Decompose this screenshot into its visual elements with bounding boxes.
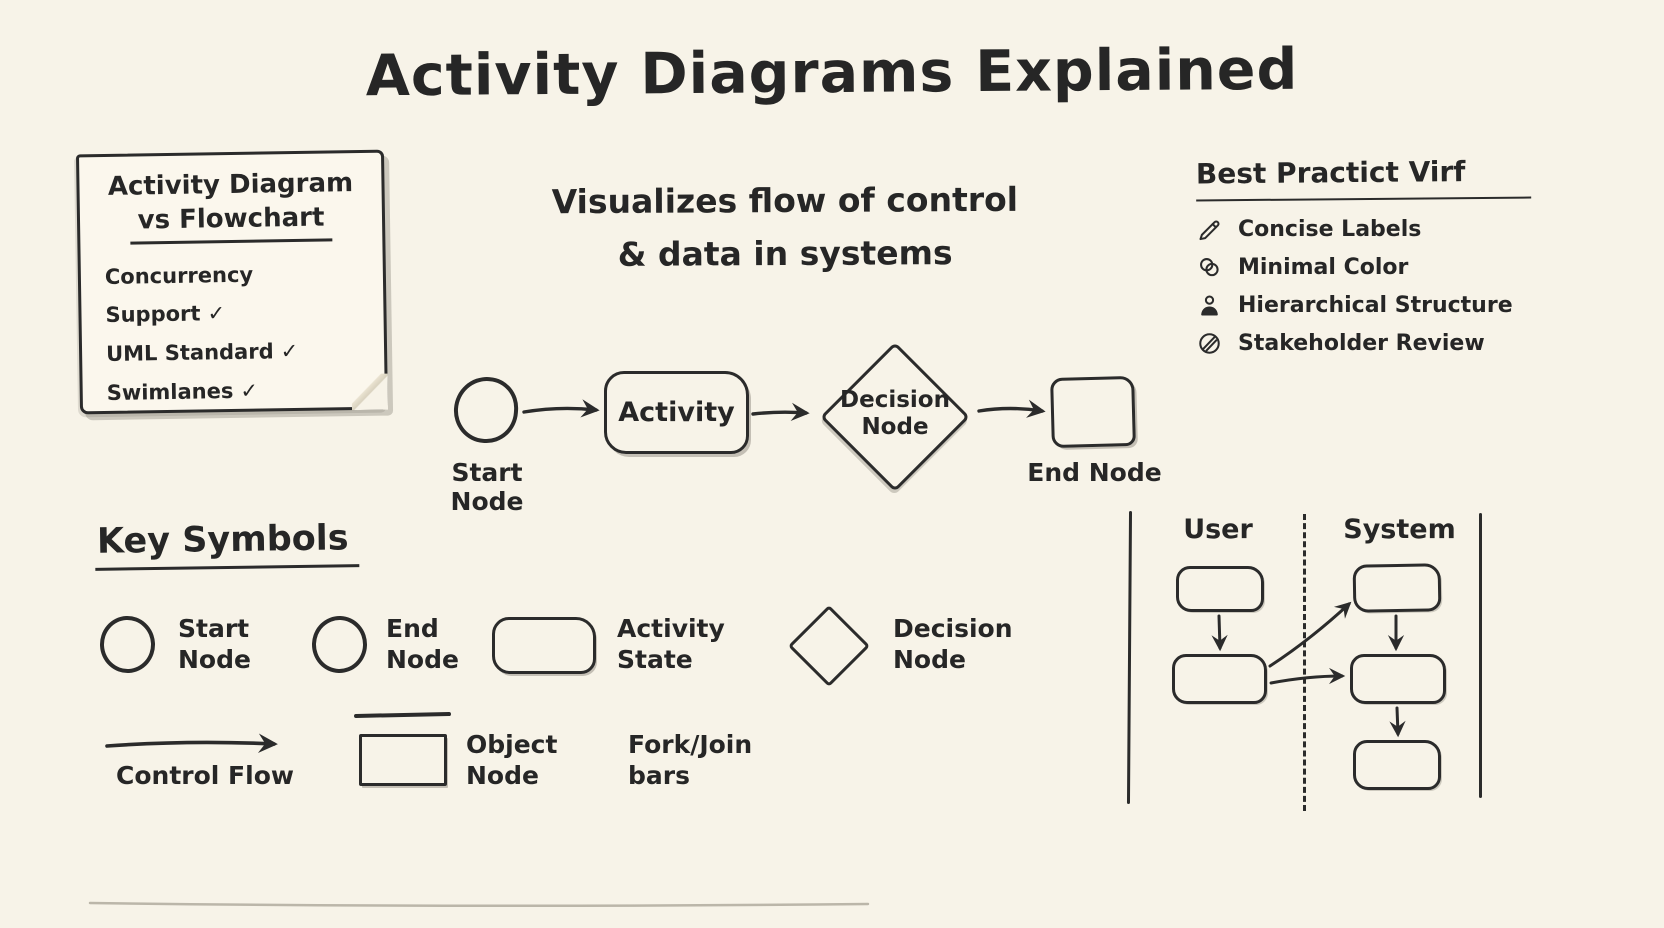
- system-lane-box-1: [1352, 563, 1442, 613]
- activity-state-symbol-label: Activity State: [617, 613, 725, 675]
- start-node-symbol-label: Start Node: [178, 613, 251, 675]
- note-item: Swimlanes✓: [106, 370, 375, 413]
- arrow-user2-to-system2: [1269, 667, 1346, 685]
- bp-item-label: Hierarchical Structure: [1238, 293, 1513, 318]
- user-lane-box-2: [1172, 654, 1267, 704]
- bp-item-label: Stakeholder Review: [1238, 331, 1485, 356]
- control-flow-label: Control Flow: [116, 761, 294, 790]
- arrow-activity-to-decision: [751, 402, 810, 422]
- note-item-label: UML Standard: [105, 339, 274, 367]
- activity-state-symbol: [492, 617, 596, 674]
- start-node-label: Start Node: [450, 458, 524, 516]
- symbol-label-line2: Node: [466, 761, 539, 790]
- arrow-start-to-activity: [522, 399, 600, 418]
- bp-item-label: Concise Labels: [1238, 217, 1422, 242]
- swimlane-divider: [1303, 514, 1306, 811]
- person-icon: [1201, 295, 1218, 316]
- system-lane-box-3: [1353, 740, 1441, 790]
- note-heading-line2: vs Flowchart: [129, 201, 333, 245]
- key-symbols-heading: Key Symbols: [94, 518, 360, 571]
- arrow-user1-to-user2: [1211, 614, 1228, 652]
- arrow-system2-to-system3: [1389, 706, 1406, 738]
- best-practices-heading: Best Practict Virf: [1195, 154, 1532, 202]
- diamond-outline: [787, 604, 871, 688]
- best-practices-panel: Best Practict Virf Concise Labels Minima…: [1195, 154, 1532, 357]
- symbol-label-line2: bars: [628, 761, 690, 790]
- best-practices-list: Concise Labels Minimal Color Hierarchica…: [1196, 216, 1531, 357]
- note-heading: Activity Diagram vs Flowchart: [89, 167, 372, 245]
- decision-node-label: Decision Node: [813, 387, 977, 441]
- object-node-symbol-label: Object Node: [466, 729, 557, 791]
- page-title: Activity Diagrams Explained: [365, 36, 1299, 110]
- stakeholder-review-icon: [1199, 333, 1220, 354]
- decision-label-line2: Node: [861, 414, 929, 441]
- note-item-list: Concurrency Support✓ UML Standard✓ Swiml…: [91, 253, 375, 413]
- symbol-label-line1: End: [386, 614, 439, 643]
- swimlane-system-header: System: [1343, 514, 1456, 545]
- decision-node-shape: Decision Node: [813, 340, 977, 494]
- end-node-symbol: [311, 615, 368, 674]
- symbol-label-line1: Activity: [617, 614, 725, 643]
- fork-join-bar: [353, 711, 452, 719]
- end-node-label: End Node: [1027, 458, 1162, 487]
- subtitle: Visualizes flow of control & data in sys…: [545, 173, 1026, 282]
- decision-label-line1: Decision: [840, 387, 950, 413]
- subtitle-line2: & data in systems: [617, 233, 953, 275]
- system-lane-box-2: [1350, 654, 1446, 704]
- activity-node-shape: Activity: [604, 371, 749, 454]
- checkmark-icon: ✓: [240, 378, 259, 404]
- pencil-icon: [1199, 220, 1220, 241]
- symbol-label-line1: Decision: [893, 614, 1013, 643]
- symbol-label-line2: Node: [178, 645, 251, 674]
- start-node-shape: [451, 374, 521, 446]
- bp-item: Minimal Color: [1196, 254, 1531, 281]
- user-lane-box-1: [1176, 566, 1264, 612]
- checkmark-icon: ✓: [280, 339, 299, 364]
- subtitle-line1: Visualizes flow of control: [551, 179, 1019, 222]
- control-flow-arrow-symbol: [105, 733, 278, 753]
- decision-node-symbol: [786, 600, 872, 694]
- symbol-label-line2: State: [617, 645, 693, 674]
- note-item: Concurrency Support✓: [105, 253, 374, 335]
- comparison-note: Activity Diagram vs Flowchart Concurrenc…: [75, 149, 389, 415]
- activity-node-label: Activity: [618, 397, 735, 428]
- symbol-label-line2: Node: [386, 645, 459, 674]
- symbol-label-line2: Node: [893, 645, 966, 674]
- arrow-decision-to-end: [977, 399, 1046, 418]
- symbol-label-line1: Object: [466, 730, 558, 759]
- symbol-label-line1: Start: [178, 614, 250, 643]
- stray-bottom-stroke: [88, 901, 870, 908]
- symbol-label-line1: Fork/Join: [628, 730, 753, 759]
- note-item-label: Swimlanes: [106, 379, 234, 406]
- note-item: UML Standard✓: [106, 331, 375, 374]
- bp-item-label: Minimal Color: [1238, 255, 1409, 280]
- arrow-user2-to-system1: [1268, 601, 1352, 668]
- start-node-symbol: [98, 614, 157, 675]
- decision-node-symbol-label: Decision Node: [893, 613, 1013, 675]
- swimlane-right-border: [1479, 513, 1482, 798]
- note-heading-line1: Activity Diagram: [107, 168, 354, 202]
- fork-join-label: Fork/Join bars: [628, 729, 752, 791]
- end-node-symbol-label: End Node: [386, 613, 459, 675]
- bp-item: Hierarchical Structure: [1196, 292, 1531, 319]
- bp-item: Concise Labels: [1196, 216, 1531, 243]
- end-node-shape: [1050, 375, 1136, 449]
- overlapping-circles-icon: [1200, 258, 1219, 277]
- bp-item: Stakeholder Review: [1196, 330, 1531, 357]
- checkmark-icon: ✓: [207, 301, 226, 326]
- object-node-symbol: [359, 734, 447, 786]
- note-corner-fold: [351, 373, 389, 411]
- note-item-label: Concurrency Support: [104, 262, 254, 328]
- swimlane-left-border: [1126, 510, 1133, 805]
- swimlane-user-header: User: [1183, 514, 1253, 545]
